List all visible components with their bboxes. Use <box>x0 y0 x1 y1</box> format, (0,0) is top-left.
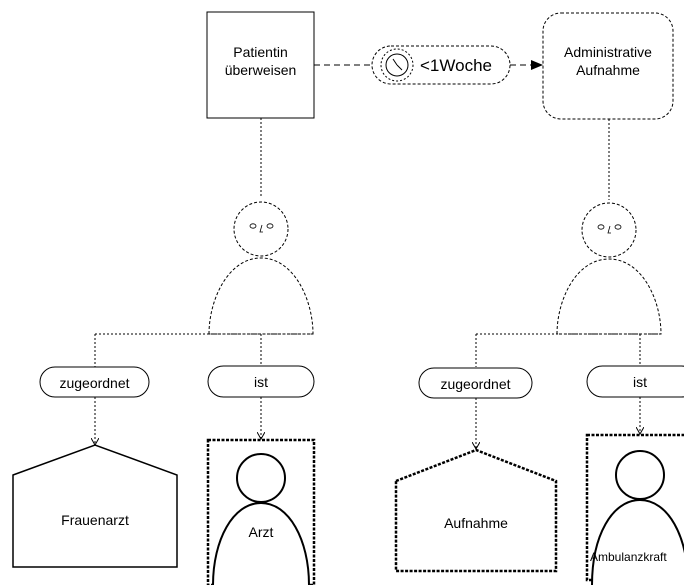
relation-assigned-right-label: zugeordnet <box>440 376 510 392</box>
org-unit-aufnahme-label: Aufnahme <box>444 515 508 531</box>
org-unit-frauenarzt[interactable]: Frauenarzt <box>12 444 178 568</box>
activity-admin-admission[interactable]: Administrative Aufnahme <box>542 12 674 120</box>
relation-assigned-left-label: zugeordnet <box>59 375 129 391</box>
right-branch-lines <box>476 333 661 449</box>
clock-icon <box>385 53 409 77</box>
activity-refer-patient[interactable]: Patientin überweisen <box>206 11 315 119</box>
time-event[interactable]: <1Woche <box>371 45 511 85</box>
relation-assigned-left[interactable]: zugeordnet <box>39 366 150 398</box>
person-right-icon <box>556 202 662 335</box>
relation-is-right[interactable]: ist <box>586 365 684 398</box>
activity-refer-patient-line2: überweisen <box>225 62 297 78</box>
org-unit-frauenarzt-label: Frauenarzt <box>61 512 129 528</box>
relation-assigned-right[interactable]: zugeordnet <box>418 367 533 399</box>
time-event-label: <1Woche <box>420 56 492 75</box>
relation-is-left[interactable]: ist <box>207 365 315 398</box>
role-arzt[interactable]: Arzt <box>206 438 316 585</box>
activity-refer-patient-line1: Patientin <box>233 44 287 60</box>
relation-is-left-label: ist <box>254 374 268 390</box>
activity-admin-admission-line1: Administrative <box>564 44 652 60</box>
role-arzt-label: Arzt <box>249 524 274 540</box>
person-left-icon <box>208 201 314 335</box>
role-ambulanzkraft[interactable]: Ambulanzkraft <box>585 433 684 585</box>
left-branch-lines <box>95 333 313 445</box>
role-ambulanzkraft-label: Ambulanzkraft <box>590 550 667 564</box>
org-unit-aufnahme[interactable]: Aufnahme <box>394 448 558 573</box>
activity-admin-admission-line2: Aufnahme <box>576 62 640 78</box>
relation-is-right-label: ist <box>633 374 647 390</box>
